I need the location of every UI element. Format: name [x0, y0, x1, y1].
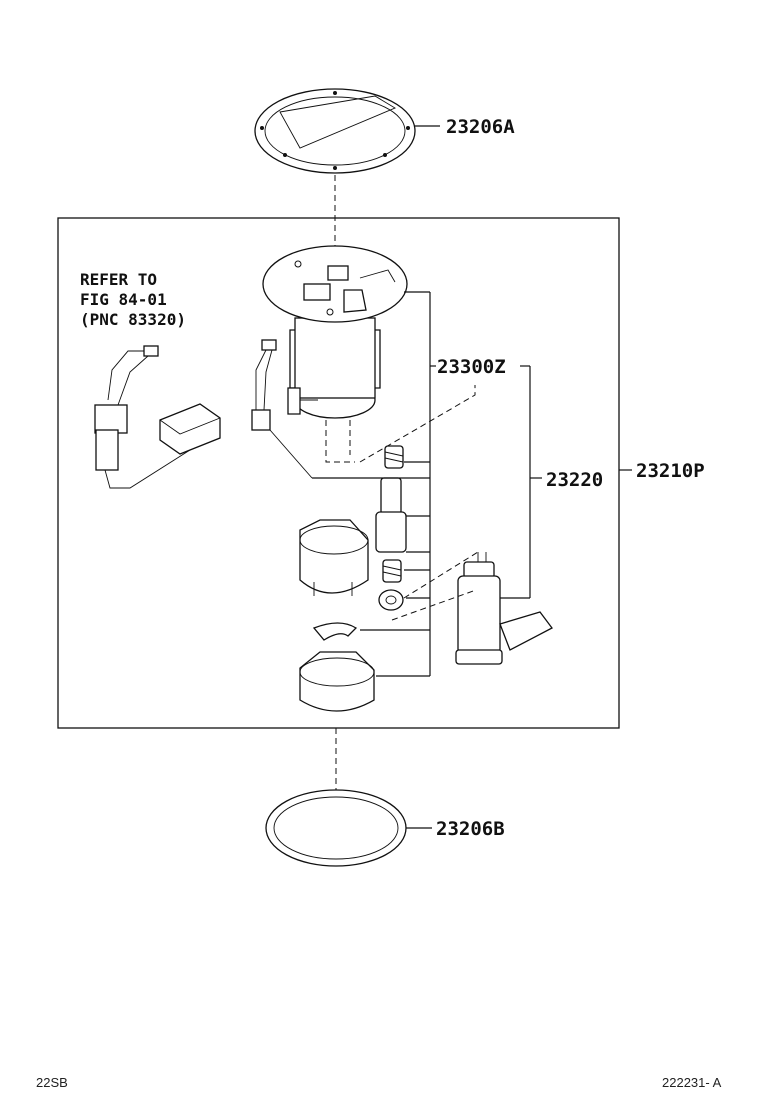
callout-23206a: 23206A [446, 116, 515, 138]
bracket-upper [299, 519, 369, 596]
sender-connector [251, 339, 313, 479]
callout-23206b: 23206B [436, 818, 505, 840]
bracket-lower [299, 651, 375, 712]
gasket-bottom [265, 789, 407, 867]
callout-23220: 23220 [546, 469, 603, 491]
spring-upper [384, 445, 404, 469]
ref-line-1: REFER TO [80, 270, 157, 289]
leader-23300z [312, 291, 436, 677]
ref-line-2: FIG 84-01 [80, 290, 167, 309]
footer-right-code: 222231- A [662, 1075, 722, 1090]
pipe-joint [375, 477, 407, 553]
fuel-pump [455, 552, 553, 665]
o-ring-seal [378, 589, 404, 611]
callout-23210p: 23210P [636, 460, 705, 482]
wire-harness [94, 345, 221, 489]
leader-23220 [500, 365, 542, 599]
retainer-clip [312, 622, 358, 641]
spring-lower [382, 559, 402, 583]
footer-left-code: 22SB [36, 1075, 68, 1090]
assembly-frame [57, 217, 620, 729]
gasket-top [254, 88, 416, 174]
callout-23300z: 23300Z [437, 356, 506, 378]
sender-unit [262, 245, 408, 419]
ref-line-3: (PNC 83320) [80, 310, 186, 329]
